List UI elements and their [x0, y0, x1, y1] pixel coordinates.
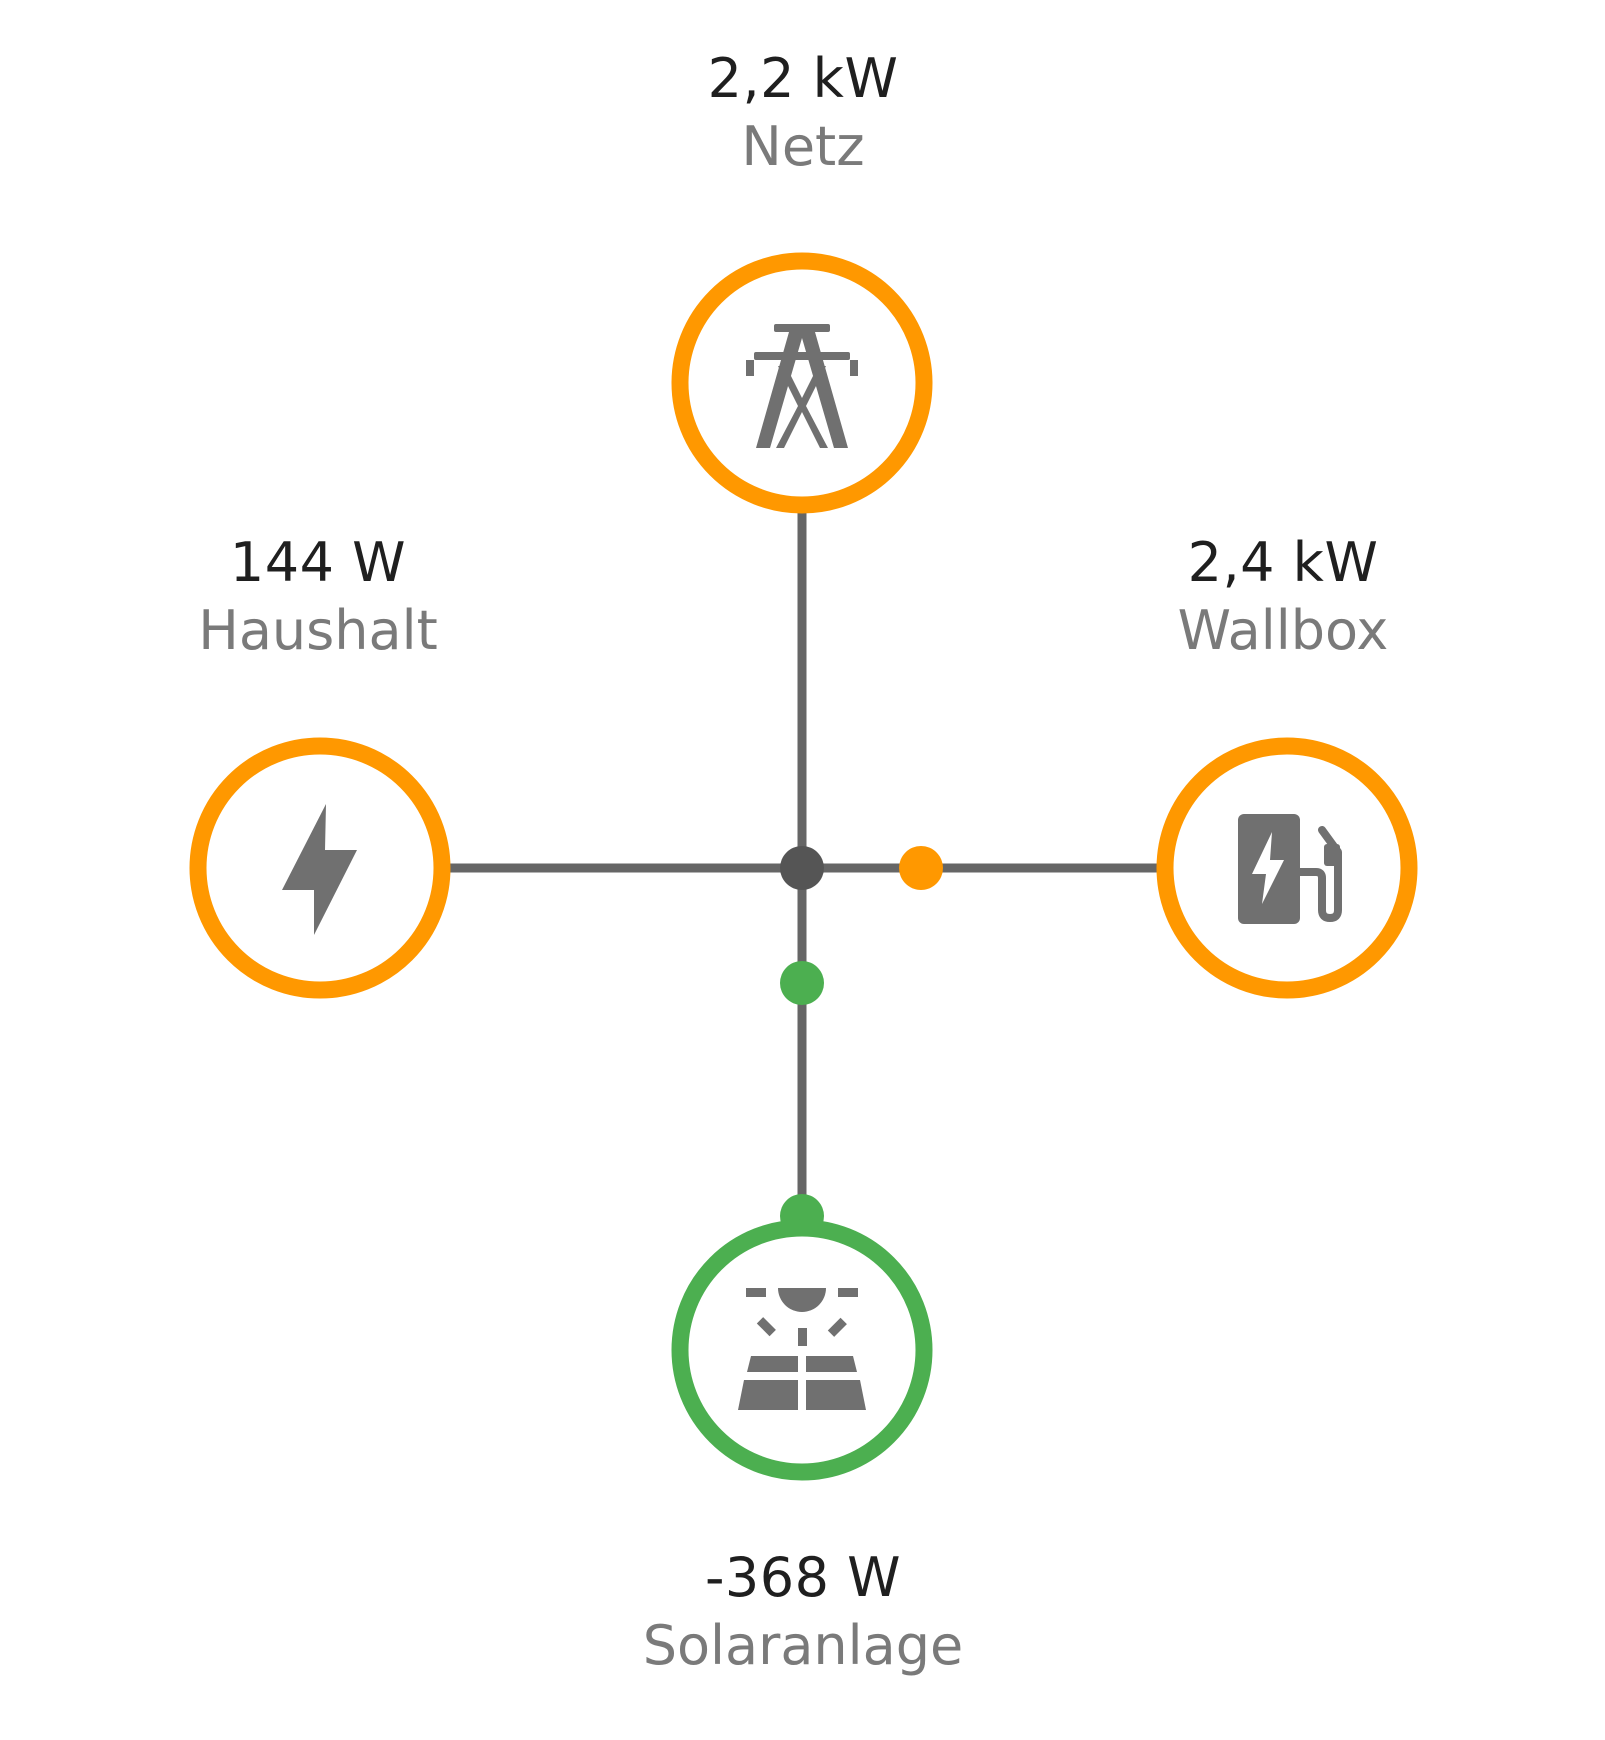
- node-grid[interactable]: [671, 252, 933, 514]
- node-wallbox[interactable]: [1156, 737, 1418, 999]
- solar-ring: [671, 1219, 933, 1481]
- household-power-value: 144 W: [229, 531, 407, 594]
- solar-flow-dot: [780, 961, 824, 1005]
- wallbox-name: Wallbox: [1177, 599, 1389, 662]
- lightning-bolt-icon: [282, 804, 357, 935]
- household-label: 144 W Haushalt: [58, 530, 578, 666]
- household-name: Haushalt: [198, 599, 438, 662]
- grid-ring: [671, 252, 933, 514]
- grid-flow-dot: [899, 846, 943, 890]
- solar-name: Solaranlage: [642, 1614, 964, 1677]
- grid-label: 2,2 kW Netz: [543, 46, 1063, 182]
- wallbox-power-value: 2,4 kW: [1187, 531, 1379, 594]
- ev-charger-icon: [1238, 814, 1342, 924]
- solar-power-value: -368 W: [704, 1546, 902, 1609]
- node-solar[interactable]: [671, 1219, 933, 1481]
- node-household[interactable]: [189, 737, 451, 999]
- grid-name: Netz: [741, 115, 865, 178]
- flow-lines: [444, 512, 1162, 1212]
- solar-label: -368 W Solaranlage: [543, 1545, 1063, 1681]
- junction-hub: [780, 846, 824, 890]
- wallbox-label: 2,4 kW Wallbox: [1023, 530, 1543, 666]
- solar-panel-icon: [738, 1288, 866, 1410]
- grid-power-value: 2,2 kW: [707, 47, 899, 110]
- power-pylon-icon: [746, 324, 858, 448]
